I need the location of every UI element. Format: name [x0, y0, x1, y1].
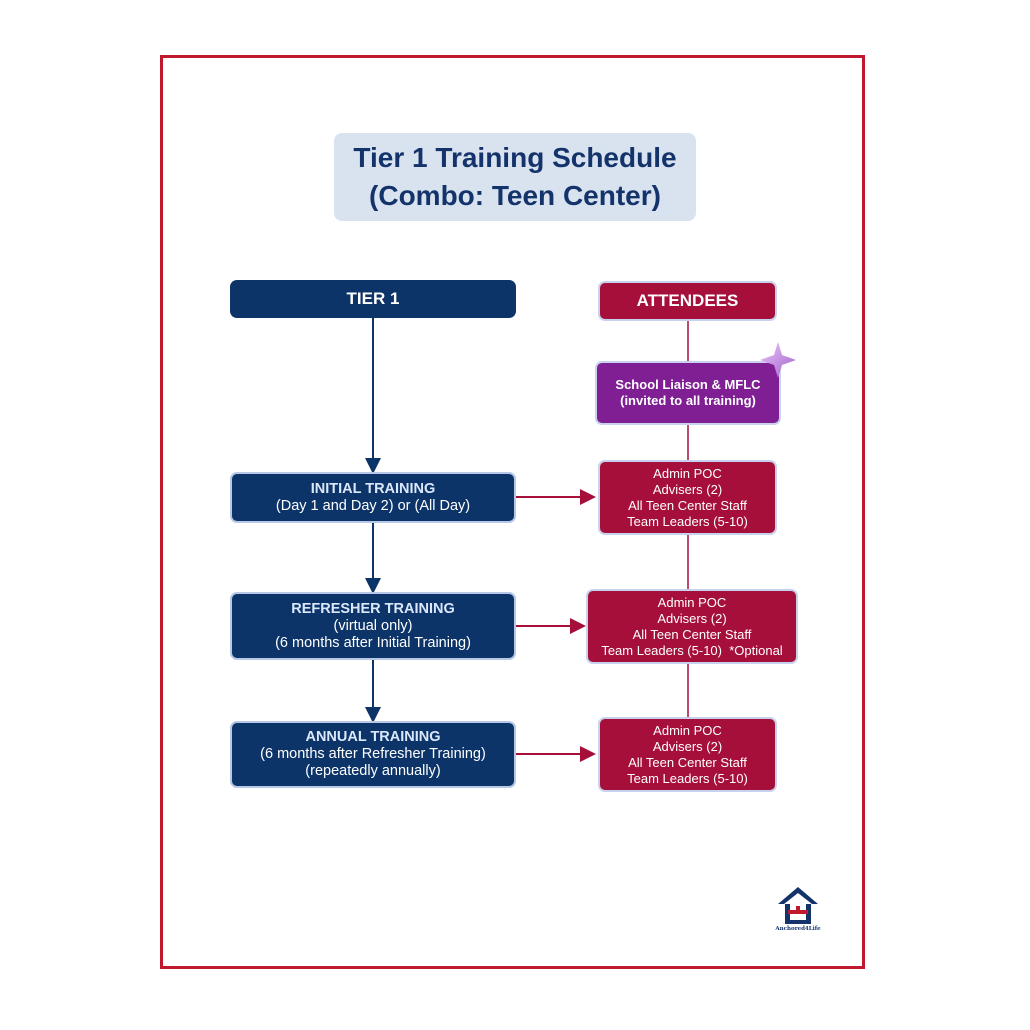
house-anchor-icon: [778, 887, 818, 924]
attendee-line: All Teen Center Staff: [628, 497, 747, 513]
initial-training-title: INITIAL TRAINING: [310, 480, 436, 497]
attendee-line: All Teen Center Staff: [628, 754, 747, 770]
annual-attendees-box: Admin POC Advisers (2) All Teen Center S…: [598, 717, 777, 792]
refresher-attendees-box: Admin POC Advisers (2) All Teen Center S…: [586, 589, 798, 664]
attendees-header-label: ATTENDEES: [636, 291, 739, 310]
refresher-training-line: (6 months after Initial Training): [275, 634, 471, 651]
attendee-line: Team Leaders (5-10): [627, 513, 748, 529]
star-icon: [760, 342, 796, 378]
initial-training-box: INITIAL TRAINING (Day 1 and Day 2) or (A…: [230, 472, 516, 523]
page-frame: [160, 55, 865, 969]
diagram-title: Tier 1 Training Schedule (Combo: Teen Ce…: [334, 133, 696, 221]
initial-attendees-box: Admin POC Advisers (2) All Teen Center S…: [598, 460, 777, 535]
attendee-line: Team Leaders (5-10): [627, 770, 748, 786]
initial-training-line: (Day 1 and Day 2) or (All Day): [275, 497, 471, 514]
attendee-line: Admin POC: [657, 594, 727, 610]
attendee-line: Advisers (2): [657, 610, 727, 626]
school-liaison-box: School Liaison & MFLC (invited to all tr…: [595, 361, 781, 425]
annual-training-line: (repeatedly annually): [305, 763, 441, 779]
school-liaison-line-2: (invited to all training): [620, 393, 756, 408]
tier-header-label: TIER 1: [346, 289, 400, 308]
annual-training-title: ANNUAL TRAINING: [305, 729, 441, 745]
title-line-2: (Combo: Teen Center): [369, 180, 661, 211]
tier-header: TIER 1: [230, 280, 516, 318]
attendees-header: ATTENDEES: [598, 281, 777, 321]
attendee-line: Advisers (2): [652, 481, 723, 497]
attendee-line: All Teen Center Staff: [632, 626, 752, 642]
title-line-1: Tier 1 Training Schedule: [353, 142, 677, 173]
annual-training-box: ANNUAL TRAINING (6 months after Refreshe…: [230, 721, 516, 788]
attendee-line: Team Leaders (5-10) *Optional: [601, 642, 783, 658]
refresher-training-title: REFRESHER TRAINING: [291, 600, 455, 617]
attendee-line: Advisers (2): [652, 738, 723, 754]
attendee-line: Admin POC: [653, 465, 722, 481]
school-liaison-line-1: School Liaison & MFLC: [615, 377, 761, 392]
attendee-line: Admin POC: [653, 722, 722, 738]
annual-training-line: (6 months after Refresher Training): [260, 746, 486, 762]
refresher-training-line: (virtual only): [333, 617, 413, 634]
refresher-training-box: REFRESHER TRAINING (virtual only) (6 mon…: [230, 592, 516, 660]
logo-text: Anchored4Life: [775, 926, 821, 932]
